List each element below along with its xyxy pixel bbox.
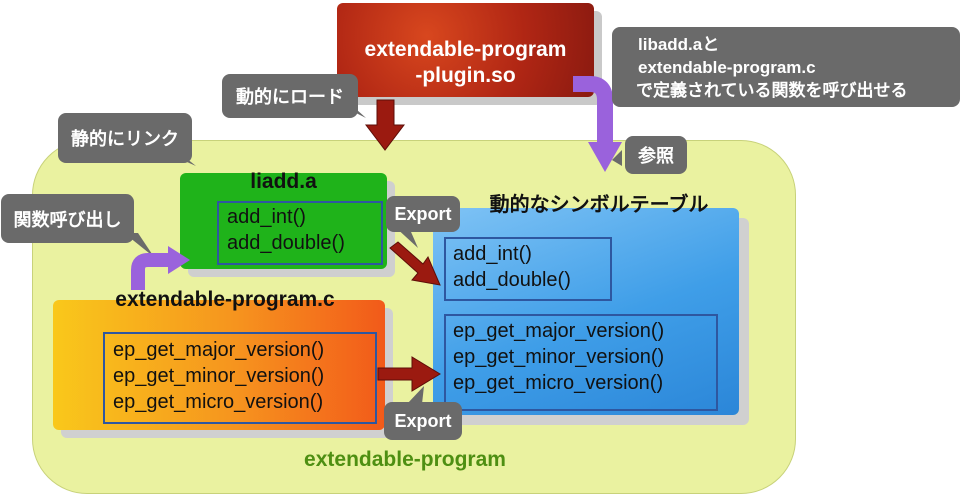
- arrow-export-ep: [377, 356, 441, 392]
- callout-tail-export-bottom: [407, 386, 424, 404]
- callout-static-link-text: 静的にリンク: [71, 129, 179, 149]
- arrow-function-call-path: [131, 253, 170, 290]
- callout-reference: 参照: [625, 136, 687, 174]
- program-c-title: extendable-program.c: [115, 288, 335, 311]
- arrow-dynamic-load: [364, 99, 406, 151]
- callout-export-bottom: Export: [384, 402, 462, 440]
- callout-defined-funcs-line1: libadd.aと: [638, 35, 720, 54]
- program-c-functions: ep_get_major_version() ep_get_minor_vers…: [113, 337, 324, 415]
- callout-export-bottom-text: Export: [394, 410, 452, 431]
- function-add-int: add_int(): [227, 206, 306, 228]
- plugin-so-box: extendable-program -plugin.so: [337, 3, 594, 97]
- symbol-table-box: [433, 208, 739, 415]
- callout-dynamic-load: 動的にロード: [222, 74, 358, 118]
- callout-tail-reference: [612, 150, 622, 166]
- callout-function-call-text: 関数呼び出し: [13, 209, 122, 230]
- arrow-reference-head: [588, 142, 622, 172]
- plugin-title-line2: -plugin.so: [415, 64, 516, 87]
- function-ep-get-micro-version: ep_get_micro_version(): [113, 391, 324, 413]
- extendable-program-label: extendable-program: [304, 448, 506, 471]
- symbol-group-add: add_int() add_double(): [453, 241, 571, 293]
- arrow-export-add: [389, 241, 441, 286]
- liadd-functions-box: [217, 201, 383, 265]
- callout-dynamic-load-text: 動的にロード: [236, 87, 344, 107]
- symbol-ep-get-micro-version: ep_get_micro_version(): [453, 372, 664, 394]
- callout-defined-funcs-line3: で定義されている関数を呼び出せる: [636, 81, 908, 100]
- callout-function-call: 関数呼び出し: [1, 194, 134, 243]
- function-ep-get-major-version: ep_get_major_version(): [113, 339, 325, 361]
- liadd-functions: add_int() add_double(): [227, 204, 345, 256]
- symbol-ep-get-major-version: ep_get_major_version(): [453, 320, 665, 342]
- liadd-box: [180, 173, 387, 269]
- symbol-group-ep: ep_get_major_version() ep_get_minor_vers…: [453, 318, 664, 396]
- symbol-add-double: add_double(): [453, 269, 571, 291]
- symbol-group-add-box: [444, 237, 612, 301]
- callout-static-link: 静的にリンク: [58, 113, 192, 163]
- callout-defined-funcs: libadd.aと extendable-program.c で定義されている関…: [612, 27, 960, 107]
- symbol-add-int: add_int(): [453, 243, 532, 265]
- function-add-double: add_double(): [227, 232, 345, 254]
- callout-export-top: Export: [386, 196, 460, 232]
- program-c-functions-box: [103, 332, 377, 424]
- symbol-table-title: 動的なシンボルテーブル: [489, 194, 709, 216]
- liadd-title: liadd.a: [250, 170, 317, 193]
- program-c-box: [53, 300, 385, 430]
- function-ep-get-minor-version: ep_get_minor_version(): [113, 365, 325, 387]
- arrow-reference-path: [573, 76, 613, 142]
- callout-reference-text: 参照: [638, 146, 674, 166]
- symbol-ep-get-minor-version: ep_get_minor_version(): [453, 346, 665, 368]
- plugin-title-line1: extendable-program: [364, 38, 567, 61]
- symbol-group-ep-box: [444, 314, 718, 411]
- callout-export-top-text: Export: [394, 203, 452, 224]
- arrow-function-call-head: [168, 246, 190, 274]
- callout-defined-funcs-line2: extendable-program.c: [638, 58, 816, 77]
